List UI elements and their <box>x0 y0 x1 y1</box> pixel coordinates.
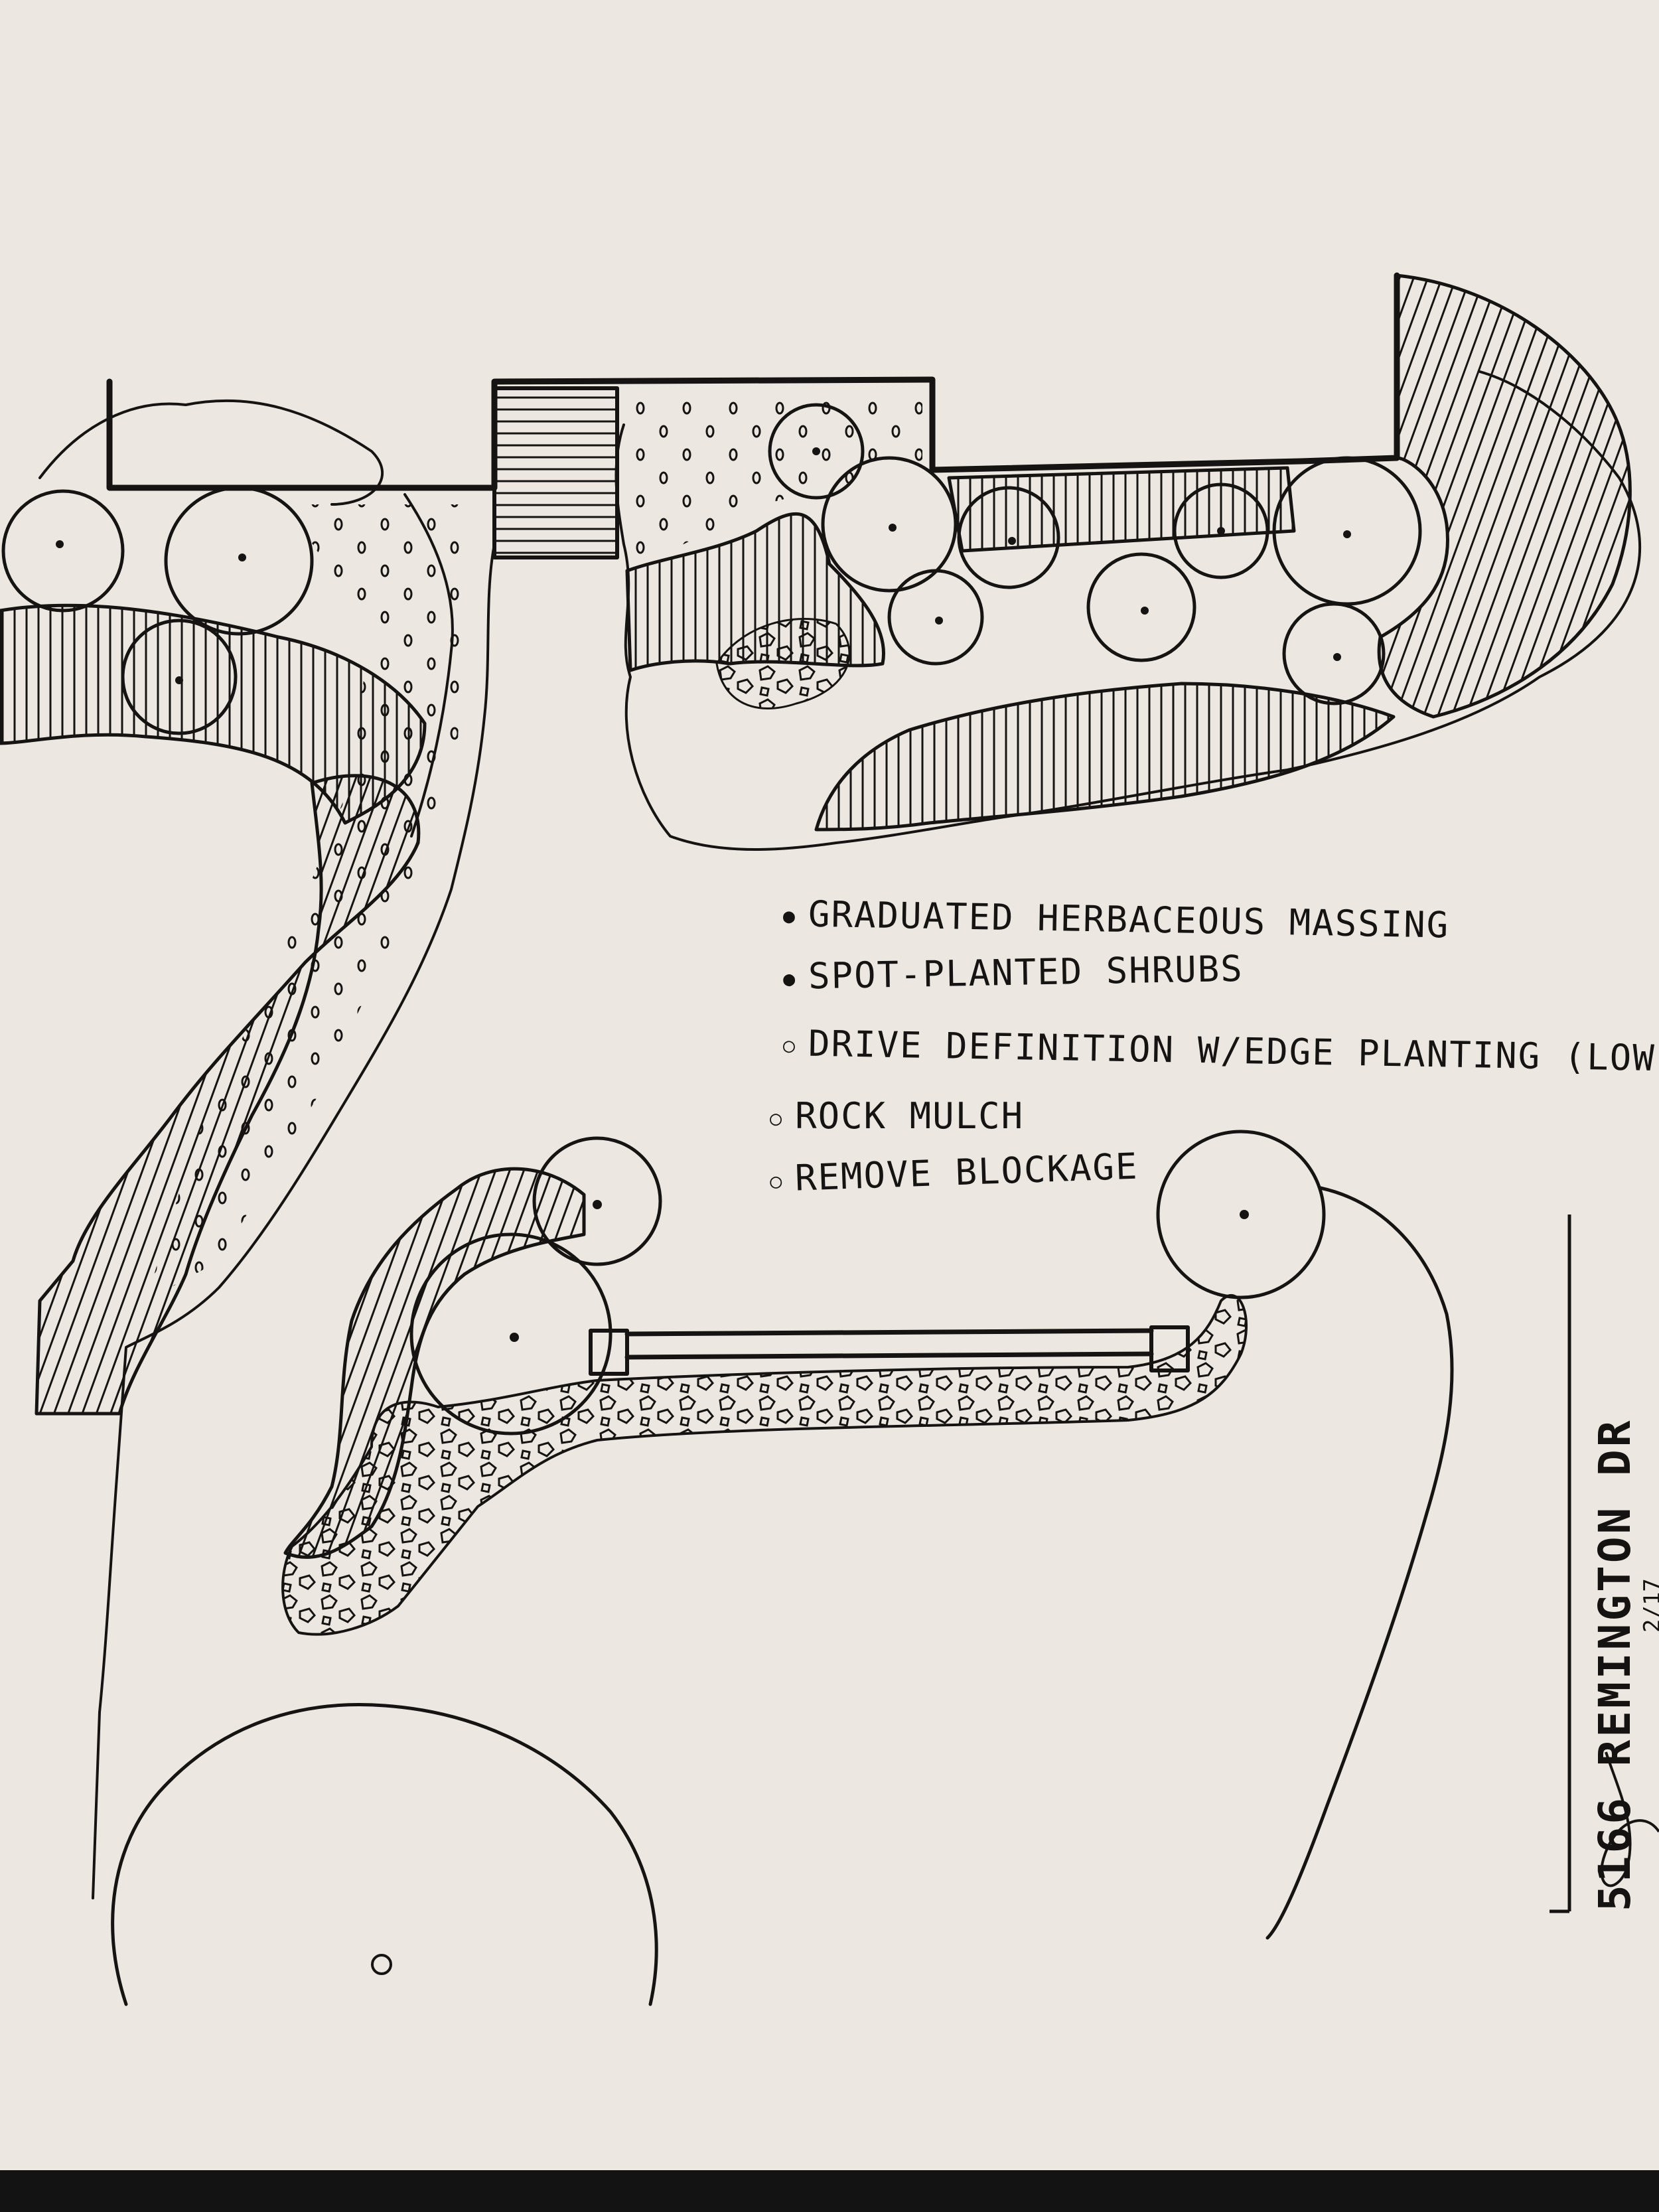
project-address: 5166 REMINGTON DR <box>1589 1418 1640 1911</box>
shrub-center <box>56 540 64 548</box>
shrub-1 <box>1 489 125 613</box>
tree-canopy-right <box>1265 1186 1454 1940</box>
wall-right-pier <box>1149 1325 1190 1372</box>
shrub-centers-left <box>56 540 246 684</box>
retaining-wall <box>624 1328 1154 1360</box>
herbaceous-mass-right <box>814 682 1396 832</box>
tree-center-bottom <box>371 1954 392 1975</box>
tree-lower-2 <box>409 1232 613 1436</box>
rock-mulch-lower <box>281 1294 1248 1636</box>
shrub-3 <box>121 619 238 735</box>
shrub-6 <box>957 486 1060 589</box>
fan-planting-right <box>1377 273 1632 719</box>
note-4: ○ ROCK MULCH <box>770 1095 1024 1137</box>
tree-centers-lower <box>510 1200 1249 1342</box>
drive-edge-left <box>115 543 496 1488</box>
title-block-border <box>1550 1215 1571 1913</box>
drawing-date: 2/17 <box>1639 1578 1659 1633</box>
shrub-2 <box>164 486 314 636</box>
planting-dots-entry <box>630 398 922 571</box>
tree-lower-1 <box>532 1136 662 1266</box>
drive-edge-right-lower <box>92 1485 117 1899</box>
shrub-center <box>238 553 246 561</box>
planting-dots-left <box>146 504 465 1301</box>
tree-lower-3 <box>1156 1130 1326 1299</box>
shrub-10 <box>1272 456 1422 606</box>
signature-mark <box>1600 1751 1659 1887</box>
shrub-group-left <box>1 486 314 735</box>
tree-group-lower <box>409 1130 1326 1436</box>
rock-cluster-entry <box>715 618 851 709</box>
shrub-7 <box>887 569 984 666</box>
shrub-11 <box>1282 602 1386 705</box>
ink-layer <box>0 272 1642 2006</box>
shrub-9 <box>1173 482 1269 579</box>
bullet-icon: ○ <box>770 1106 784 1130</box>
note-4-text: ROCK MULCH <box>795 1095 1025 1137</box>
table-strip <box>0 2170 1659 2212</box>
herbaceous-band-house <box>947 466 1296 553</box>
tree-canopy-upper-left <box>38 399 384 506</box>
edge-planting-lower <box>283 1167 586 1559</box>
shrub-center <box>175 676 183 684</box>
porch-steps <box>492 386 619 559</box>
tree-canopy-bottom <box>111 1703 658 2006</box>
shrub-8 <box>1086 552 1196 662</box>
